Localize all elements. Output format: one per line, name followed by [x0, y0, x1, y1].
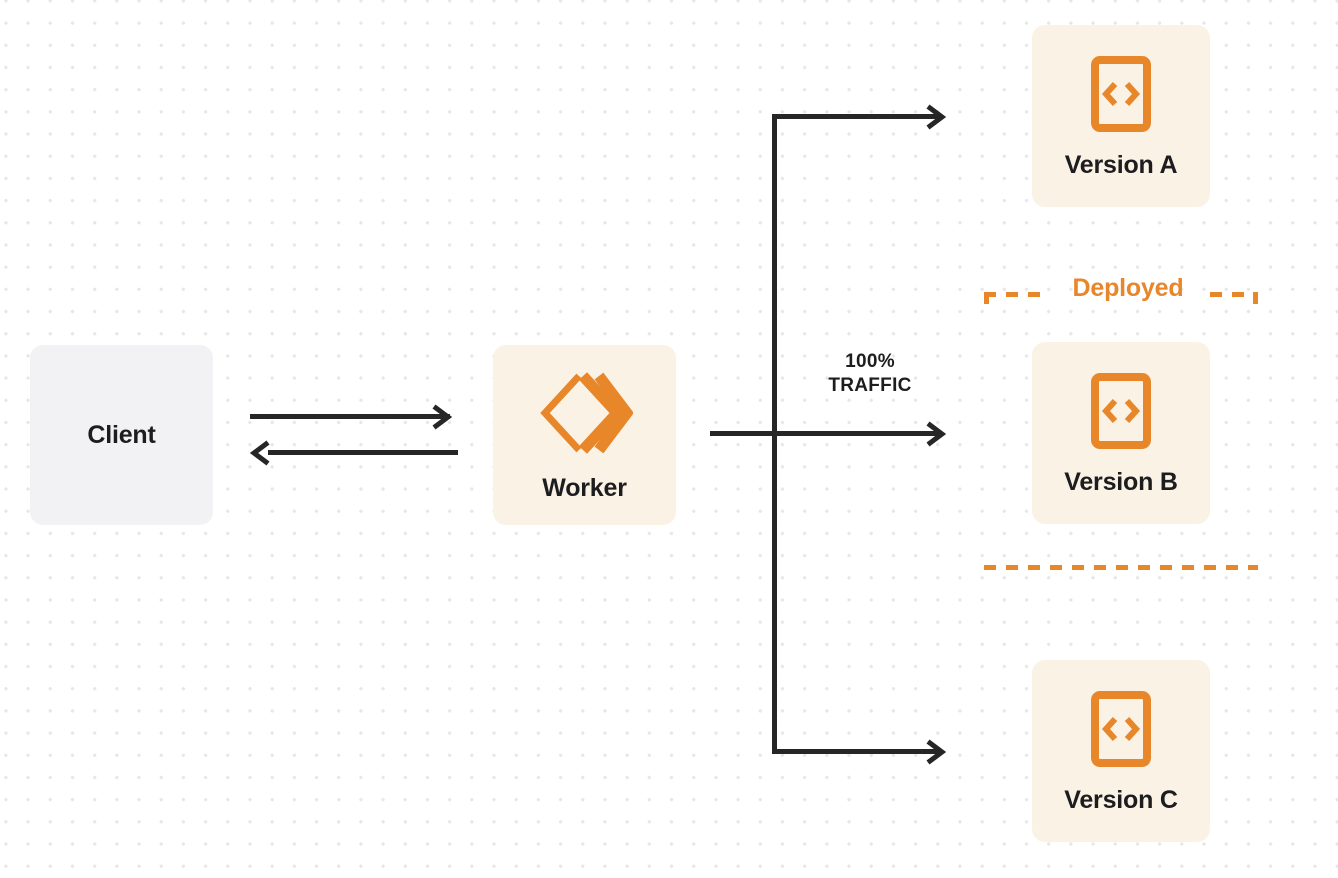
arrow-right-icon-to-version-b [922, 421, 948, 447]
code-file-icon [1090, 690, 1152, 768]
connector-worker-to-version-a-line [772, 114, 940, 119]
node-version-b[interactable]: Version B [1032, 342, 1210, 524]
deployed-group: Deployed [984, 276, 1258, 570]
deployed-border-left [984, 292, 989, 570]
node-version-c-label: Version C [1064, 785, 1178, 814]
node-version-c[interactable]: Version C [1032, 660, 1210, 842]
code-file-icon [1090, 372, 1152, 450]
connector-worker-to-version-b-line [710, 431, 940, 436]
traffic-percent: 100% [845, 351, 895, 372]
node-version-a-label: Version A [1064, 150, 1178, 179]
deployed-border-right [1253, 292, 1258, 570]
traffic-unit: TRAFFIC [828, 374, 912, 396]
arrow-right-icon-to-version-c [922, 739, 948, 765]
code-file-icon [1090, 55, 1152, 133]
traffic-label: 100% TRAFFIC [790, 350, 950, 398]
node-worker[interactable]: Worker [493, 345, 676, 525]
node-version-a[interactable]: Version A [1032, 25, 1210, 207]
node-version-b-label: Version B [1064, 467, 1178, 496]
deployed-border-top-right [1210, 292, 1258, 297]
node-worker-label: Worker [542, 473, 627, 502]
deployed-border-bottom [984, 565, 1258, 570]
connector-client-to-worker-line [250, 414, 450, 419]
connector-worker-to-version-c-line [772, 749, 940, 754]
arrow-right-icon-client-to-worker [428, 404, 454, 430]
arrow-right-icon-to-version-a [922, 104, 948, 130]
arrow-left-icon-worker-to-client [248, 440, 274, 466]
deployed-border-top-left [984, 292, 1046, 297]
deployed-group-label: Deployed [1072, 274, 1184, 302]
cloudflare-workers-logo-icon [537, 370, 634, 456]
node-client-label: Client [87, 420, 156, 449]
node-client[interactable]: Client [30, 345, 213, 525]
connector-worker-to-client-line [268, 450, 458, 455]
